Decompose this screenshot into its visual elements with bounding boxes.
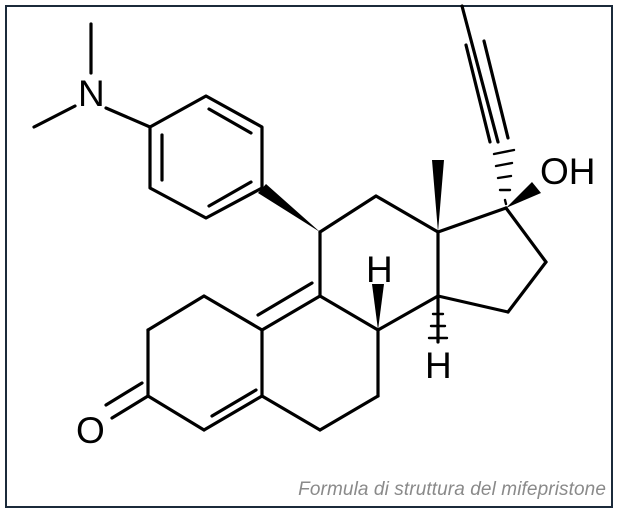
bond-c6-c5 [260,394,322,432]
aryl-ring [148,94,264,220]
atom-h14: H [425,345,452,386]
bonds [32,4,548,432]
bond-c3-c4 [146,394,206,432]
wedge-c11-aryl [258,184,320,232]
propyne-triple-b [482,39,510,140]
hashes [427,148,516,340]
bond-c8-c14 [376,294,440,332]
wedge-c17-oh [506,182,541,208]
bond-c1-c2 [146,294,206,332]
atom-hydroxyl: OH [540,151,596,192]
propyne-bond-1 [460,4,500,144]
propyne-triple-a [464,43,492,144]
bond-c16-c15 [506,260,548,314]
bond-c11-c12 [318,194,378,234]
atom-h9: H [366,249,393,290]
wedges [258,160,541,330]
bond-c7-c6 [318,394,380,432]
bond-c13-c17 [436,206,508,234]
bond-c3-o [110,394,150,420]
atom-nitrogen: N [78,73,105,114]
bond-n-ring [104,106,152,129]
aryl-inner-bond-1 [207,107,253,135]
atom-oxygen: O [76,410,105,451]
bond-c9-c10 [260,294,322,332]
aryl-inner-bond-2 [207,180,253,208]
bond-n-methyl-left [32,104,77,129]
bond-c3-o-double [104,381,144,407]
hash-c14-h [427,312,449,340]
bond-c17-c16 [504,206,548,264]
bond-c4-c5-double [210,388,258,418]
bond-c12-c13 [374,194,440,234]
bond-c10-c1 [202,294,264,332]
bond-c15-c14 [436,294,510,314]
bond-c9-c10-double [256,281,314,317]
hash-c17-alkyne [492,148,516,206]
bond-c4-c5 [202,394,264,432]
wedge-c13-methyl [432,160,444,232]
wedge-c8-h [372,284,384,330]
bond-c9-c8 [318,294,380,332]
figure-caption: Formula di struttura del mifepristone [298,479,606,500]
